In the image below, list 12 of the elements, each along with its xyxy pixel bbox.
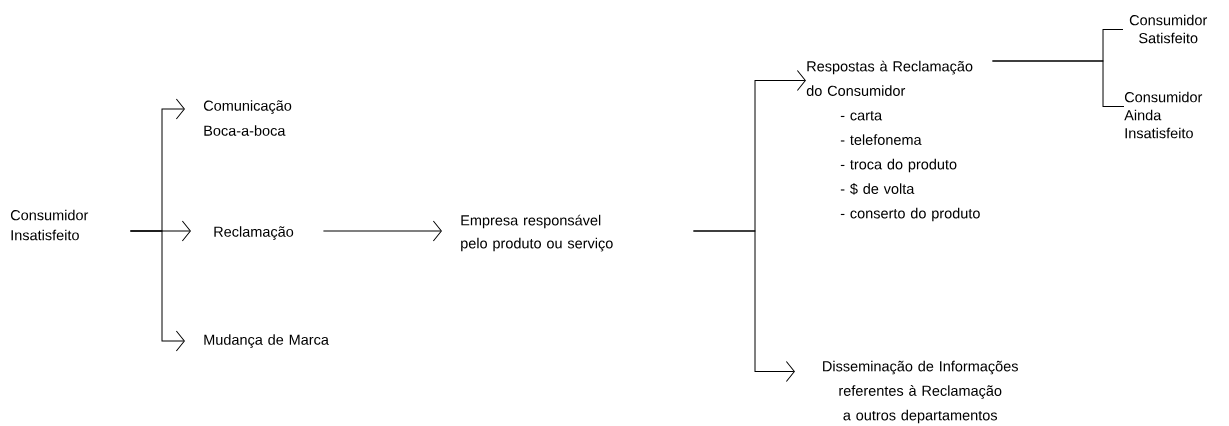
text-label: Mudança de Marca <box>204 334 329 348</box>
text-label: Respostas à Reclamação do Consumidor - carta - telefonema - troca do produto - $ de volta - conserto do produto <box>806 60 980 222</box>
arrow <box>322 220 442 242</box>
text-label: Empresa responsável pelo produto ou serviço <box>461 214 613 252</box>
text-label: Consumidor Insatisfeito <box>10 209 89 241</box>
text-label: Consumidor Satisfeito <box>1129 14 1208 44</box>
text-label: Consumidor Ainda Insatisfeito <box>1124 91 1203 139</box>
text-label: Comunicação Boca-a-boca <box>203 100 292 136</box>
text-label: Disseminação de Informações referentes à Reclamação a outros departamentos <box>823 360 1018 424</box>
arrow <box>129 230 185 352</box>
arrow <box>692 230 795 383</box>
text-label: Reclamação <box>214 226 294 240</box>
